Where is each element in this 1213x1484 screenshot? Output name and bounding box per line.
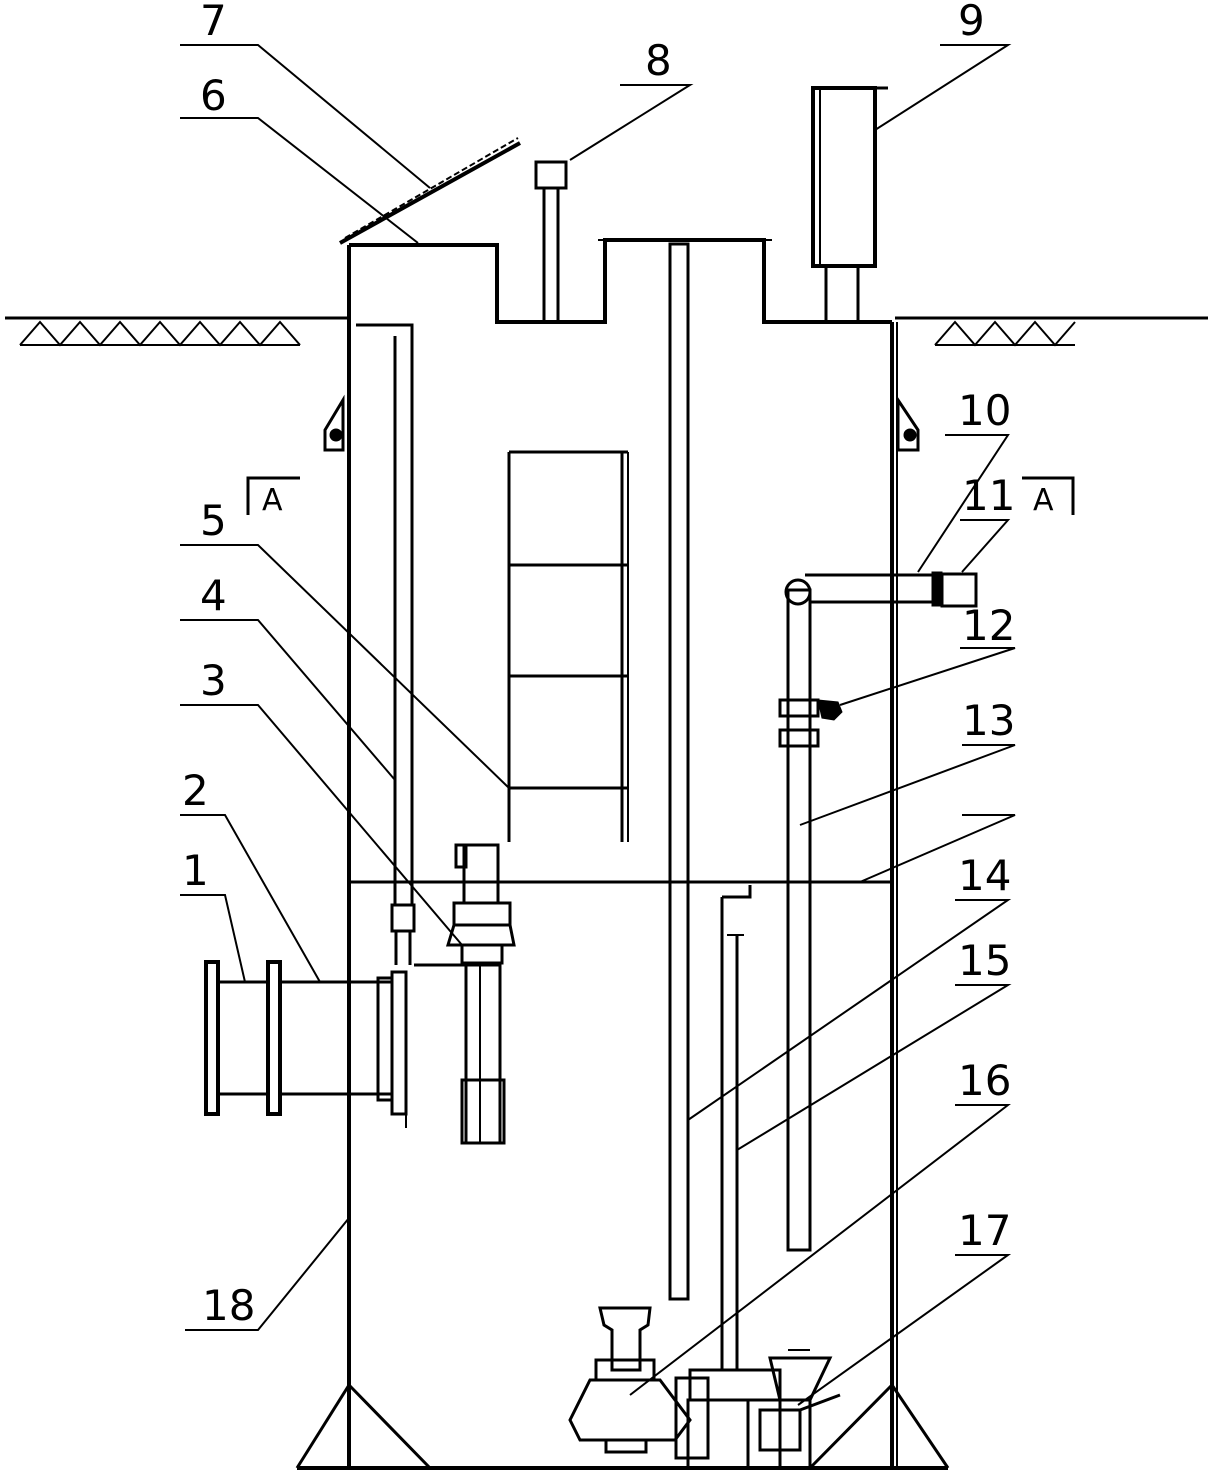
callout-16: 16 bbox=[958, 1056, 1011, 1105]
callout-3: 3 bbox=[200, 656, 227, 705]
callout-1: 1 bbox=[182, 846, 209, 895]
ground-line bbox=[5, 316, 1208, 347]
section-mark-left: A bbox=[262, 483, 283, 518]
callout-13: 13 bbox=[962, 696, 1015, 745]
callout-8: 8 bbox=[645, 36, 672, 85]
inlet-pipe bbox=[204, 960, 408, 1128]
callout-7: 7 bbox=[200, 0, 227, 45]
callout-labels: 7 6 8 9 10 11 12 13 14 15 16 17 5 4 3 2 … bbox=[182, 0, 1054, 1330]
hatch-cover bbox=[339, 137, 521, 245]
callout-14: 14 bbox=[958, 851, 1011, 900]
leader-lines bbox=[180, 44, 1016, 1406]
callout-18: 18 bbox=[202, 1281, 255, 1330]
left-guide-rail bbox=[356, 323, 416, 965]
gate-valve bbox=[414, 843, 516, 1145]
callout-5: 5 bbox=[200, 496, 227, 545]
guide-pipe bbox=[668, 242, 690, 1301]
outlet-pipe bbox=[778, 571, 978, 1252]
callout-10: 10 bbox=[958, 386, 1011, 435]
callout-2: 2 bbox=[182, 766, 209, 815]
coupling-base bbox=[778, 1393, 841, 1470]
vent-pipe bbox=[534, 160, 568, 324]
tank-body bbox=[295, 238, 950, 1470]
float-pipe bbox=[720, 885, 752, 1370]
submersible-pump bbox=[568, 1306, 833, 1470]
callout-11: 11 bbox=[962, 471, 1015, 520]
section-marks bbox=[246, 476, 1075, 515]
callout-4: 4 bbox=[200, 571, 227, 620]
callout-9: 9 bbox=[958, 0, 985, 45]
section-mark-right: A bbox=[1033, 483, 1054, 518]
ladder bbox=[507, 450, 629, 842]
control-cabinet bbox=[811, 86, 888, 324]
callout-17: 17 bbox=[958, 1206, 1011, 1255]
callout-12: 12 bbox=[962, 601, 1015, 650]
callout-15: 15 bbox=[958, 936, 1011, 985]
callout-6: 6 bbox=[200, 71, 227, 120]
